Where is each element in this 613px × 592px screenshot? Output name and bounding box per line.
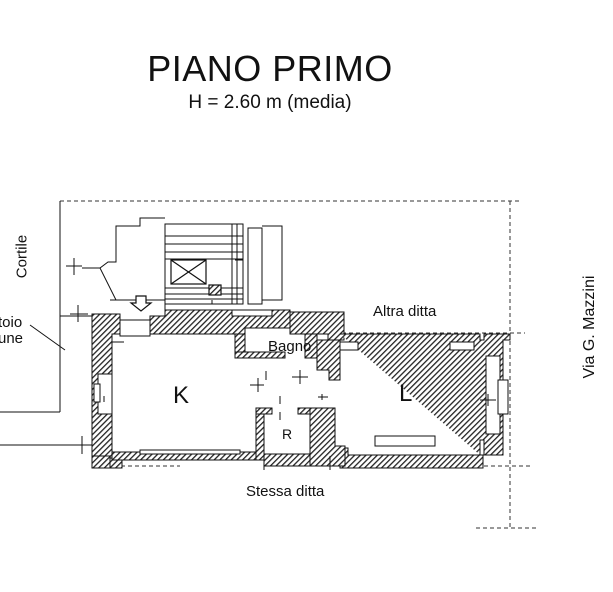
room-label-k: K <box>173 382 190 409</box>
room-label-bagno: Bagno <box>268 338 312 355</box>
drawing-subtitle: H = 2.60 m (media) <box>188 92 352 113</box>
entry-arrow-icon <box>129 295 153 312</box>
neighbour-label-altra-ditta: Altra ditta <box>373 303 437 320</box>
door-marks <box>103 341 496 470</box>
drawing-title: PIANO PRIMO <box>147 48 393 89</box>
walls <box>91 309 511 469</box>
staircase <box>164 223 283 313</box>
neighbour-label-stessa-ditta: Stessa ditta <box>246 483 325 500</box>
cropped-label-line2: une <box>0 330 24 347</box>
cropped-label-line1: toio <box>0 314 23 331</box>
room-label-r: R <box>282 426 293 442</box>
neighbour-label-cortile: Cortile <box>13 234 31 279</box>
street-label-via-mazzini: Via G. Mazzini <box>581 275 598 379</box>
room-label-l: L <box>399 380 413 407</box>
elevator <box>170 259 222 296</box>
openings <box>93 309 509 455</box>
